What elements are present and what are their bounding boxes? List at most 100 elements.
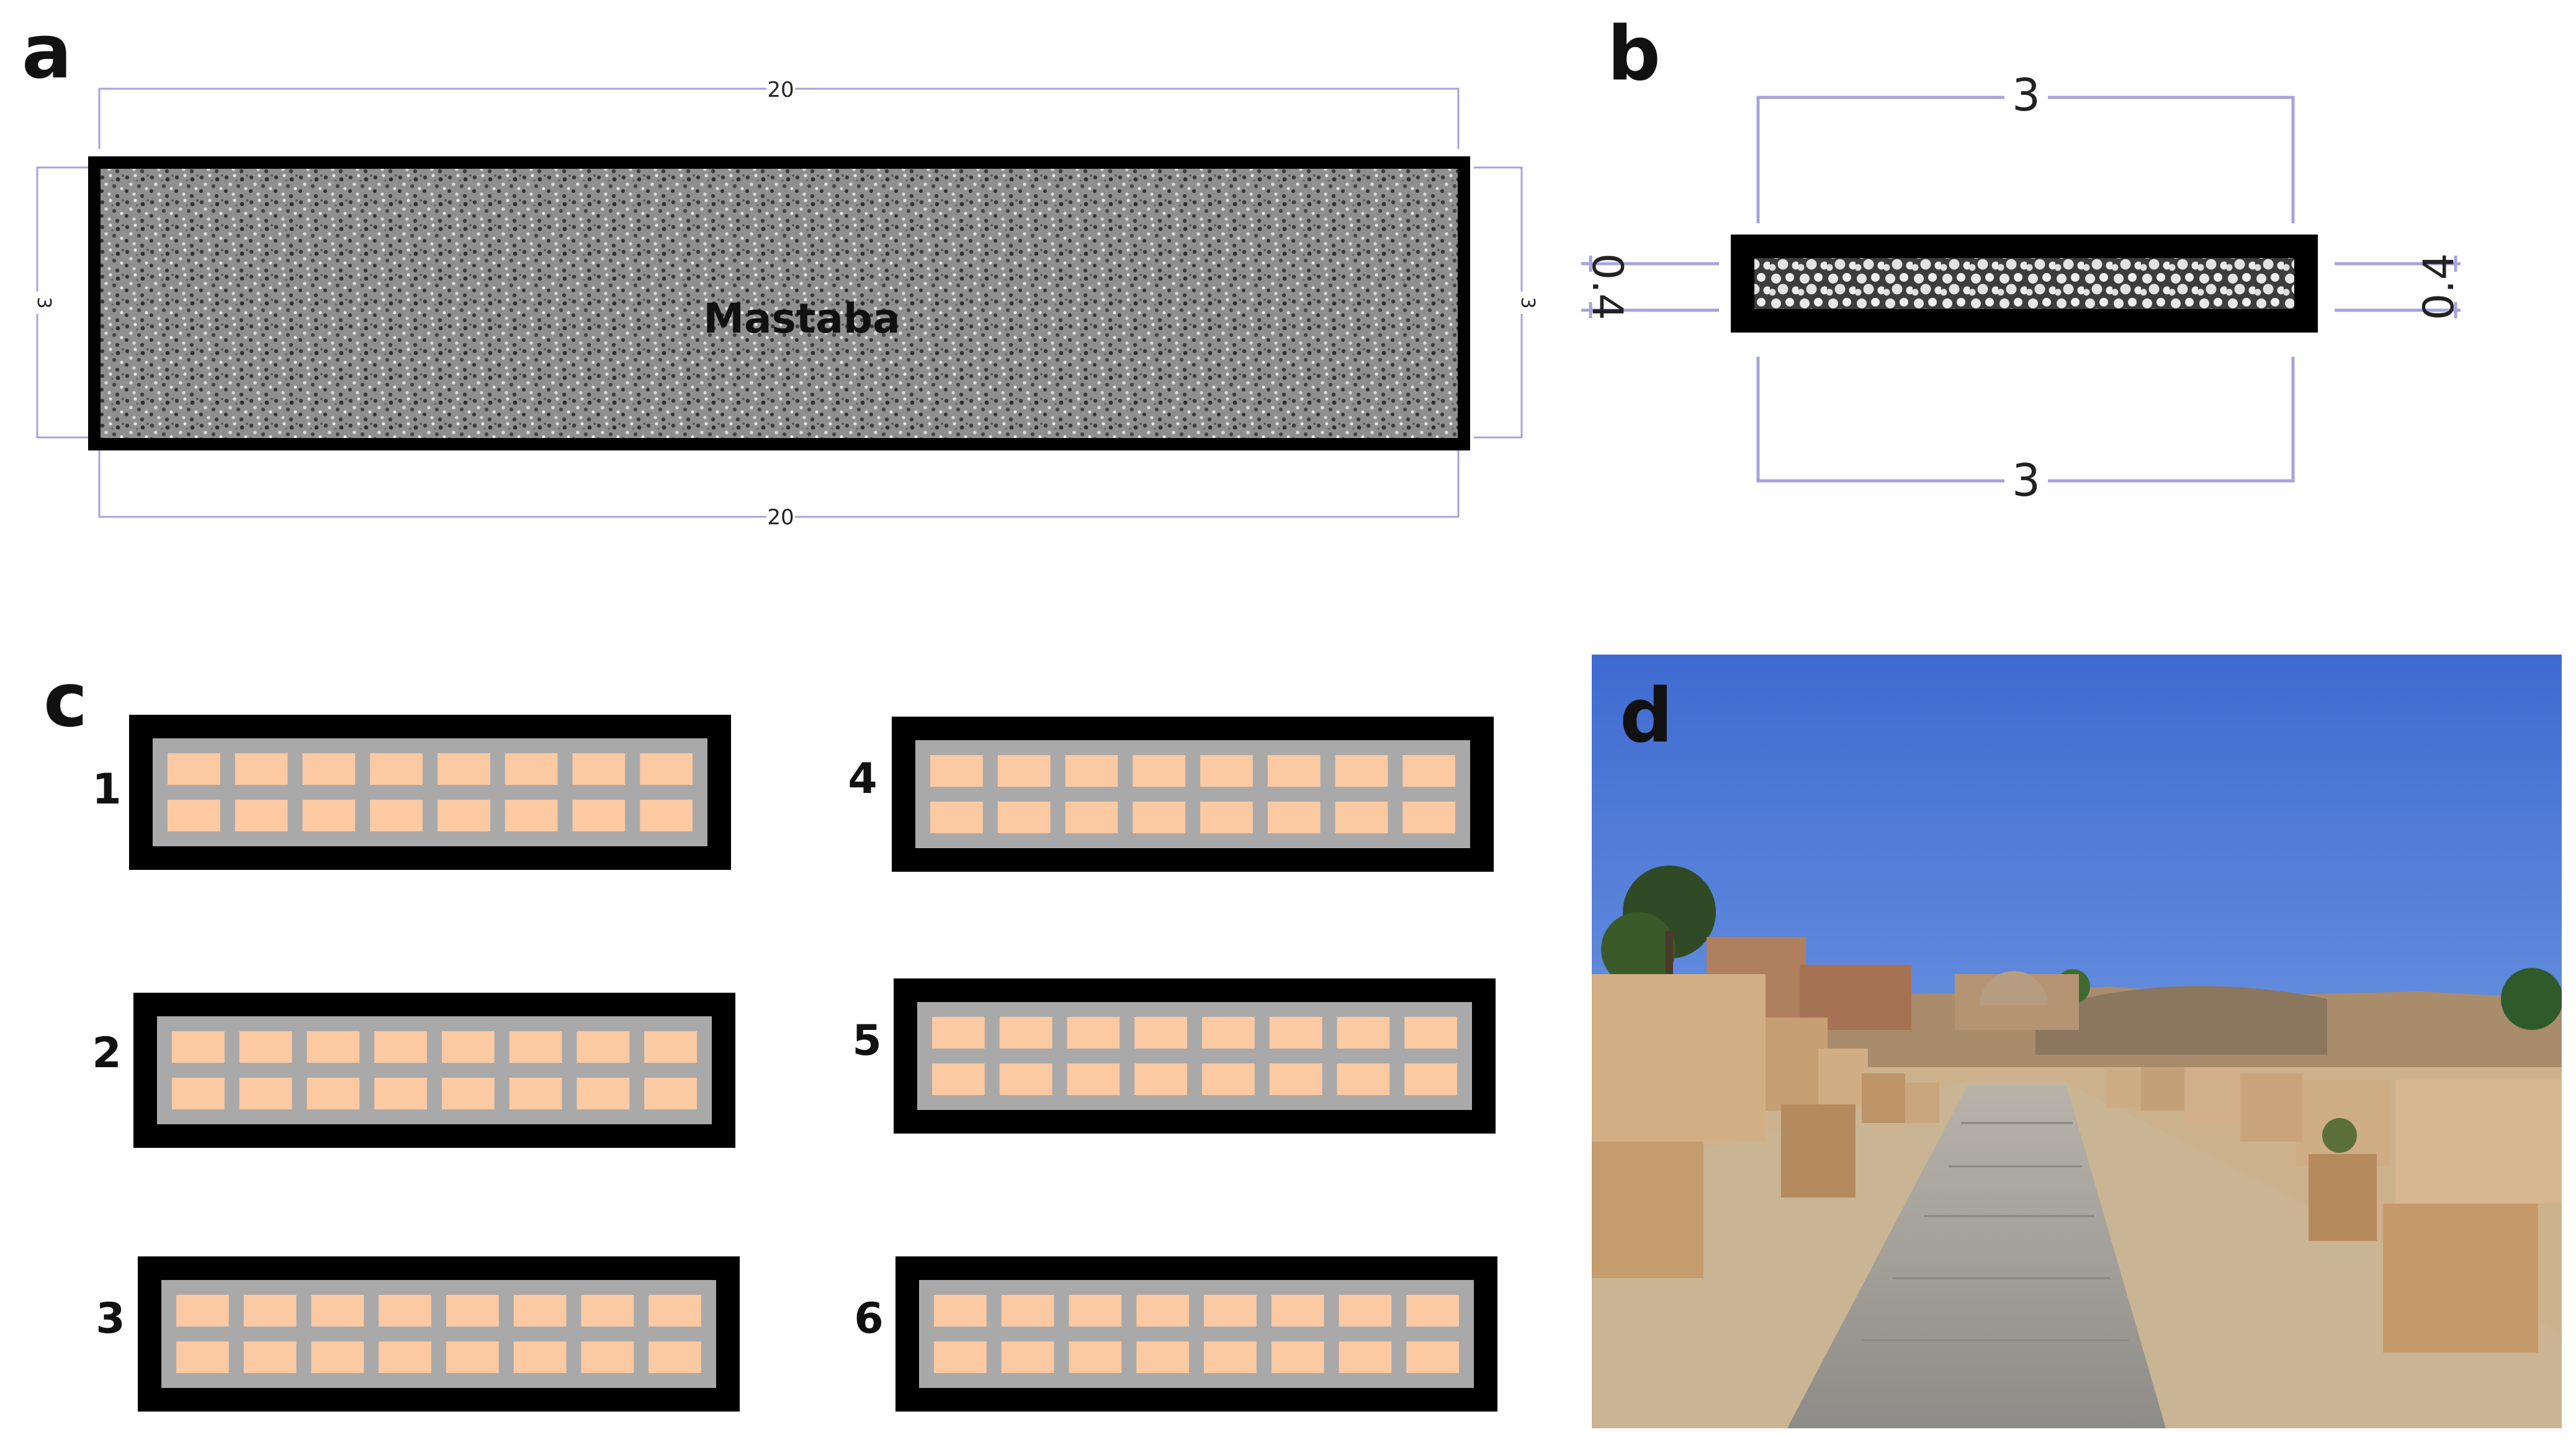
paving-tile	[648, 1295, 701, 1327]
panel-d: d	[1592, 655, 2562, 1428]
paving-tile	[172, 1078, 225, 1109]
paving-tile	[997, 802, 1051, 833]
paving-tile	[176, 1341, 229, 1373]
paving-tile	[302, 753, 356, 785]
paving-tile	[379, 1295, 431, 1327]
panel-c: c 1 2 3 4 5 6	[43, 658, 1497, 1412]
paving-tile	[932, 1063, 985, 1095]
paving-tile	[930, 802, 983, 833]
mastaba-rectangle	[88, 156, 1470, 450]
paving-tile	[1339, 1341, 1392, 1373]
paving-tile	[442, 1078, 495, 1109]
paving-tile	[1065, 755, 1118, 787]
paving-tile	[1136, 1341, 1189, 1373]
paving-tile	[1339, 1295, 1392, 1327]
layout-number: 5	[852, 1016, 881, 1065]
paving-tile	[1136, 1295, 1189, 1327]
paving-tile	[243, 1295, 297, 1327]
paving-tile	[505, 800, 558, 831]
paving-tile	[509, 1078, 562, 1109]
paving-tile	[1202, 1063, 1255, 1095]
paving-tile	[505, 753, 558, 785]
paving-tile	[243, 1341, 297, 1373]
paving-tile	[1065, 802, 1118, 833]
paving-tile	[997, 755, 1051, 787]
paving-tile	[1335, 755, 1388, 787]
paving-tile	[640, 753, 693, 785]
paving-tile	[1200, 802, 1253, 833]
paving-tile	[1271, 1295, 1324, 1327]
paving-tile	[509, 1031, 562, 1063]
paving-tile	[513, 1295, 567, 1327]
layout-3: 3	[96, 1256, 740, 1412]
paving-tile	[239, 1031, 292, 1063]
paving-tile	[1133, 755, 1185, 787]
paving-tile	[1001, 1295, 1054, 1327]
paving-tile	[172, 1031, 225, 1063]
paving-tile	[1067, 1017, 1120, 1049]
panel-a-letter: a	[22, 9, 72, 96]
paving-tile	[438, 753, 490, 785]
paving-tile	[1404, 1063, 1457, 1095]
panel-a: a 20 20 3 3 Mastaba	[22, 9, 1538, 530]
site-photo	[1592, 655, 2562, 1428]
paving-tile	[1406, 1295, 1459, 1327]
paving-tile	[239, 1078, 292, 1109]
paving-tile	[1406, 1341, 1459, 1373]
layout-number: 4	[848, 754, 877, 803]
paving-tile	[442, 1031, 495, 1063]
layout-1: 1	[92, 715, 731, 870]
paving-tile	[1269, 1017, 1322, 1049]
paving-tile	[302, 800, 356, 831]
paving-tile	[168, 800, 220, 831]
paving-tile	[1069, 1341, 1122, 1373]
paving-tile	[1133, 802, 1185, 833]
paving-tile	[644, 1078, 697, 1109]
paving-tile	[930, 755, 983, 787]
panel-b-dim-right: 0.4	[2415, 253, 2464, 320]
paving-tile	[438, 800, 490, 831]
panel-b-letter: b	[1607, 11, 1661, 97]
paving-tile	[1134, 1017, 1187, 1049]
paving-tile	[1001, 1341, 1054, 1373]
paving-tile	[999, 1063, 1052, 1095]
layout-number: 3	[96, 1294, 125, 1343]
panel-a-dim-left: 3	[33, 297, 55, 308]
paving-tile	[1404, 1017, 1457, 1049]
paving-tile	[1267, 755, 1321, 787]
paving-tile	[648, 1341, 701, 1373]
panel-b-dim-left: 0.4	[1582, 253, 1631, 320]
layout-6: 6	[854, 1256, 1497, 1412]
paving-tile	[1134, 1063, 1187, 1095]
paving-tile	[176, 1295, 229, 1327]
paving-tile	[370, 800, 423, 831]
paving-tile	[934, 1295, 987, 1327]
paving-tile	[1267, 802, 1321, 833]
paving-tile	[370, 753, 423, 785]
paving-tile	[1069, 1295, 1122, 1327]
paving-tile	[446, 1295, 499, 1327]
paving-tile	[572, 800, 626, 831]
paving-tile	[446, 1341, 499, 1373]
layout-number: 1	[92, 765, 121, 814]
section-rectangle	[1731, 235, 2318, 333]
paving-tile	[374, 1078, 427, 1109]
panel-c-letter: c	[43, 658, 88, 744]
paving-tile	[235, 753, 288, 785]
panel-b: b 3 3 0.4 0.4	[1581, 11, 2464, 507]
paving-tile	[168, 753, 220, 785]
paving-tile	[1337, 1063, 1390, 1095]
layout-4: 4	[848, 717, 1494, 872]
paving-tile	[581, 1295, 634, 1327]
paving-tile	[1202, 1017, 1255, 1049]
layout-2: 2	[92, 993, 735, 1148]
paving-tile	[1067, 1063, 1120, 1095]
paving-tile	[374, 1031, 427, 1063]
paving-tile	[577, 1078, 630, 1109]
paving-tile	[307, 1078, 360, 1109]
paving-tile	[1204, 1295, 1257, 1327]
paving-tile	[513, 1341, 567, 1373]
panel-b-dim-bottom: 3	[2012, 454, 2040, 506]
paving-tile	[1269, 1063, 1322, 1095]
panel-a-dim-bottom: 20	[767, 505, 794, 530]
